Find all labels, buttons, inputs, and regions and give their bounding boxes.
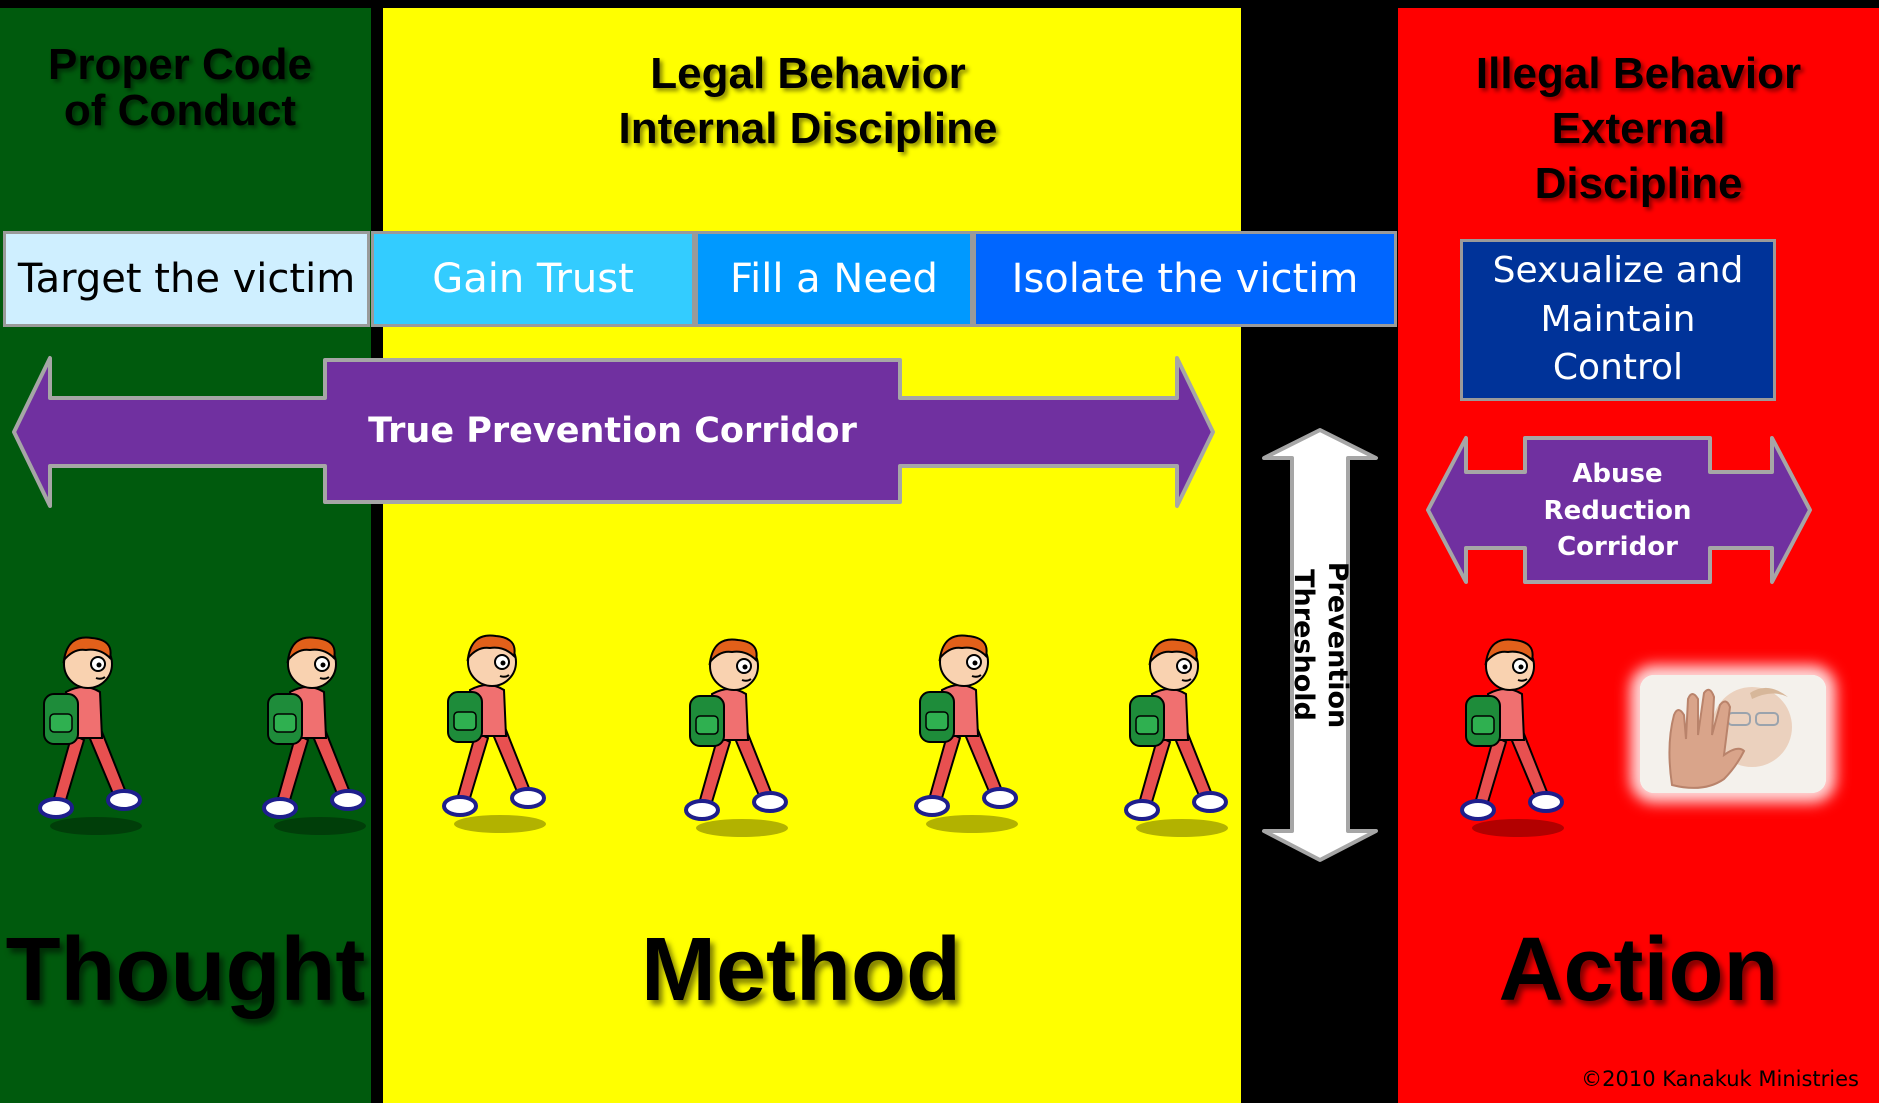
thought-column	[0, 8, 371, 1103]
walking-child-icon	[684, 637, 790, 839]
step-gain-trust: Gain Trust	[371, 231, 695, 327]
step-label: Target the victim	[17, 256, 356, 302]
thought-label: Thought	[5, 920, 366, 1020]
conduct-heading: Proper Code of Conduct	[47, 40, 313, 136]
internal-discipline-heading: Legal Behavior Internal Discipline	[618, 49, 998, 153]
step-label: Isolate the victim	[1011, 256, 1359, 302]
action-label: Action	[1498, 920, 1779, 1020]
prevention-threshold-label: Prevention Threshold	[1288, 561, 1353, 729]
walking-child-icon	[442, 633, 548, 835]
reduction-corridor-label: Abuse Reduction Corridor	[1543, 459, 1692, 563]
prevention-corridor-label: True Prevention Corridor	[368, 411, 857, 451]
threshold-arrow	[1262, 428, 1378, 862]
step-label: Fill a Need	[730, 256, 938, 302]
walking-child-icon	[1124, 637, 1230, 839]
method-label: Method	[641, 920, 961, 1020]
prevention-corridor-arrow	[12, 356, 1215, 508]
step-fill-a-need: Fill a Need	[695, 231, 973, 327]
step-sexualize-and-maintain-control: Sexualize and Maintain Control	[1460, 239, 1776, 401]
method-column	[383, 8, 1241, 1103]
step-label: Sexualize and Maintain Control	[1492, 250, 1744, 389]
walking-child-icon	[38, 635, 144, 837]
step-isolate-the-victim: Isolate the victim	[973, 231, 1397, 327]
walking-child-icon	[1460, 637, 1566, 839]
reduction-corridor-arrow	[1426, 436, 1812, 584]
external-discipline-heading: Illegal Behavior External Discipline	[1475, 49, 1802, 208]
walking-child-icon	[262, 635, 368, 837]
step-target-the-victim: Target the victim	[3, 231, 370, 327]
copyright-notice: ©2010 Kanakuk Ministries	[1581, 1067, 1859, 1091]
walking-child-icon	[914, 633, 1020, 835]
stop-hand-photo	[1640, 675, 1826, 793]
step-label: Gain Trust	[432, 256, 634, 302]
